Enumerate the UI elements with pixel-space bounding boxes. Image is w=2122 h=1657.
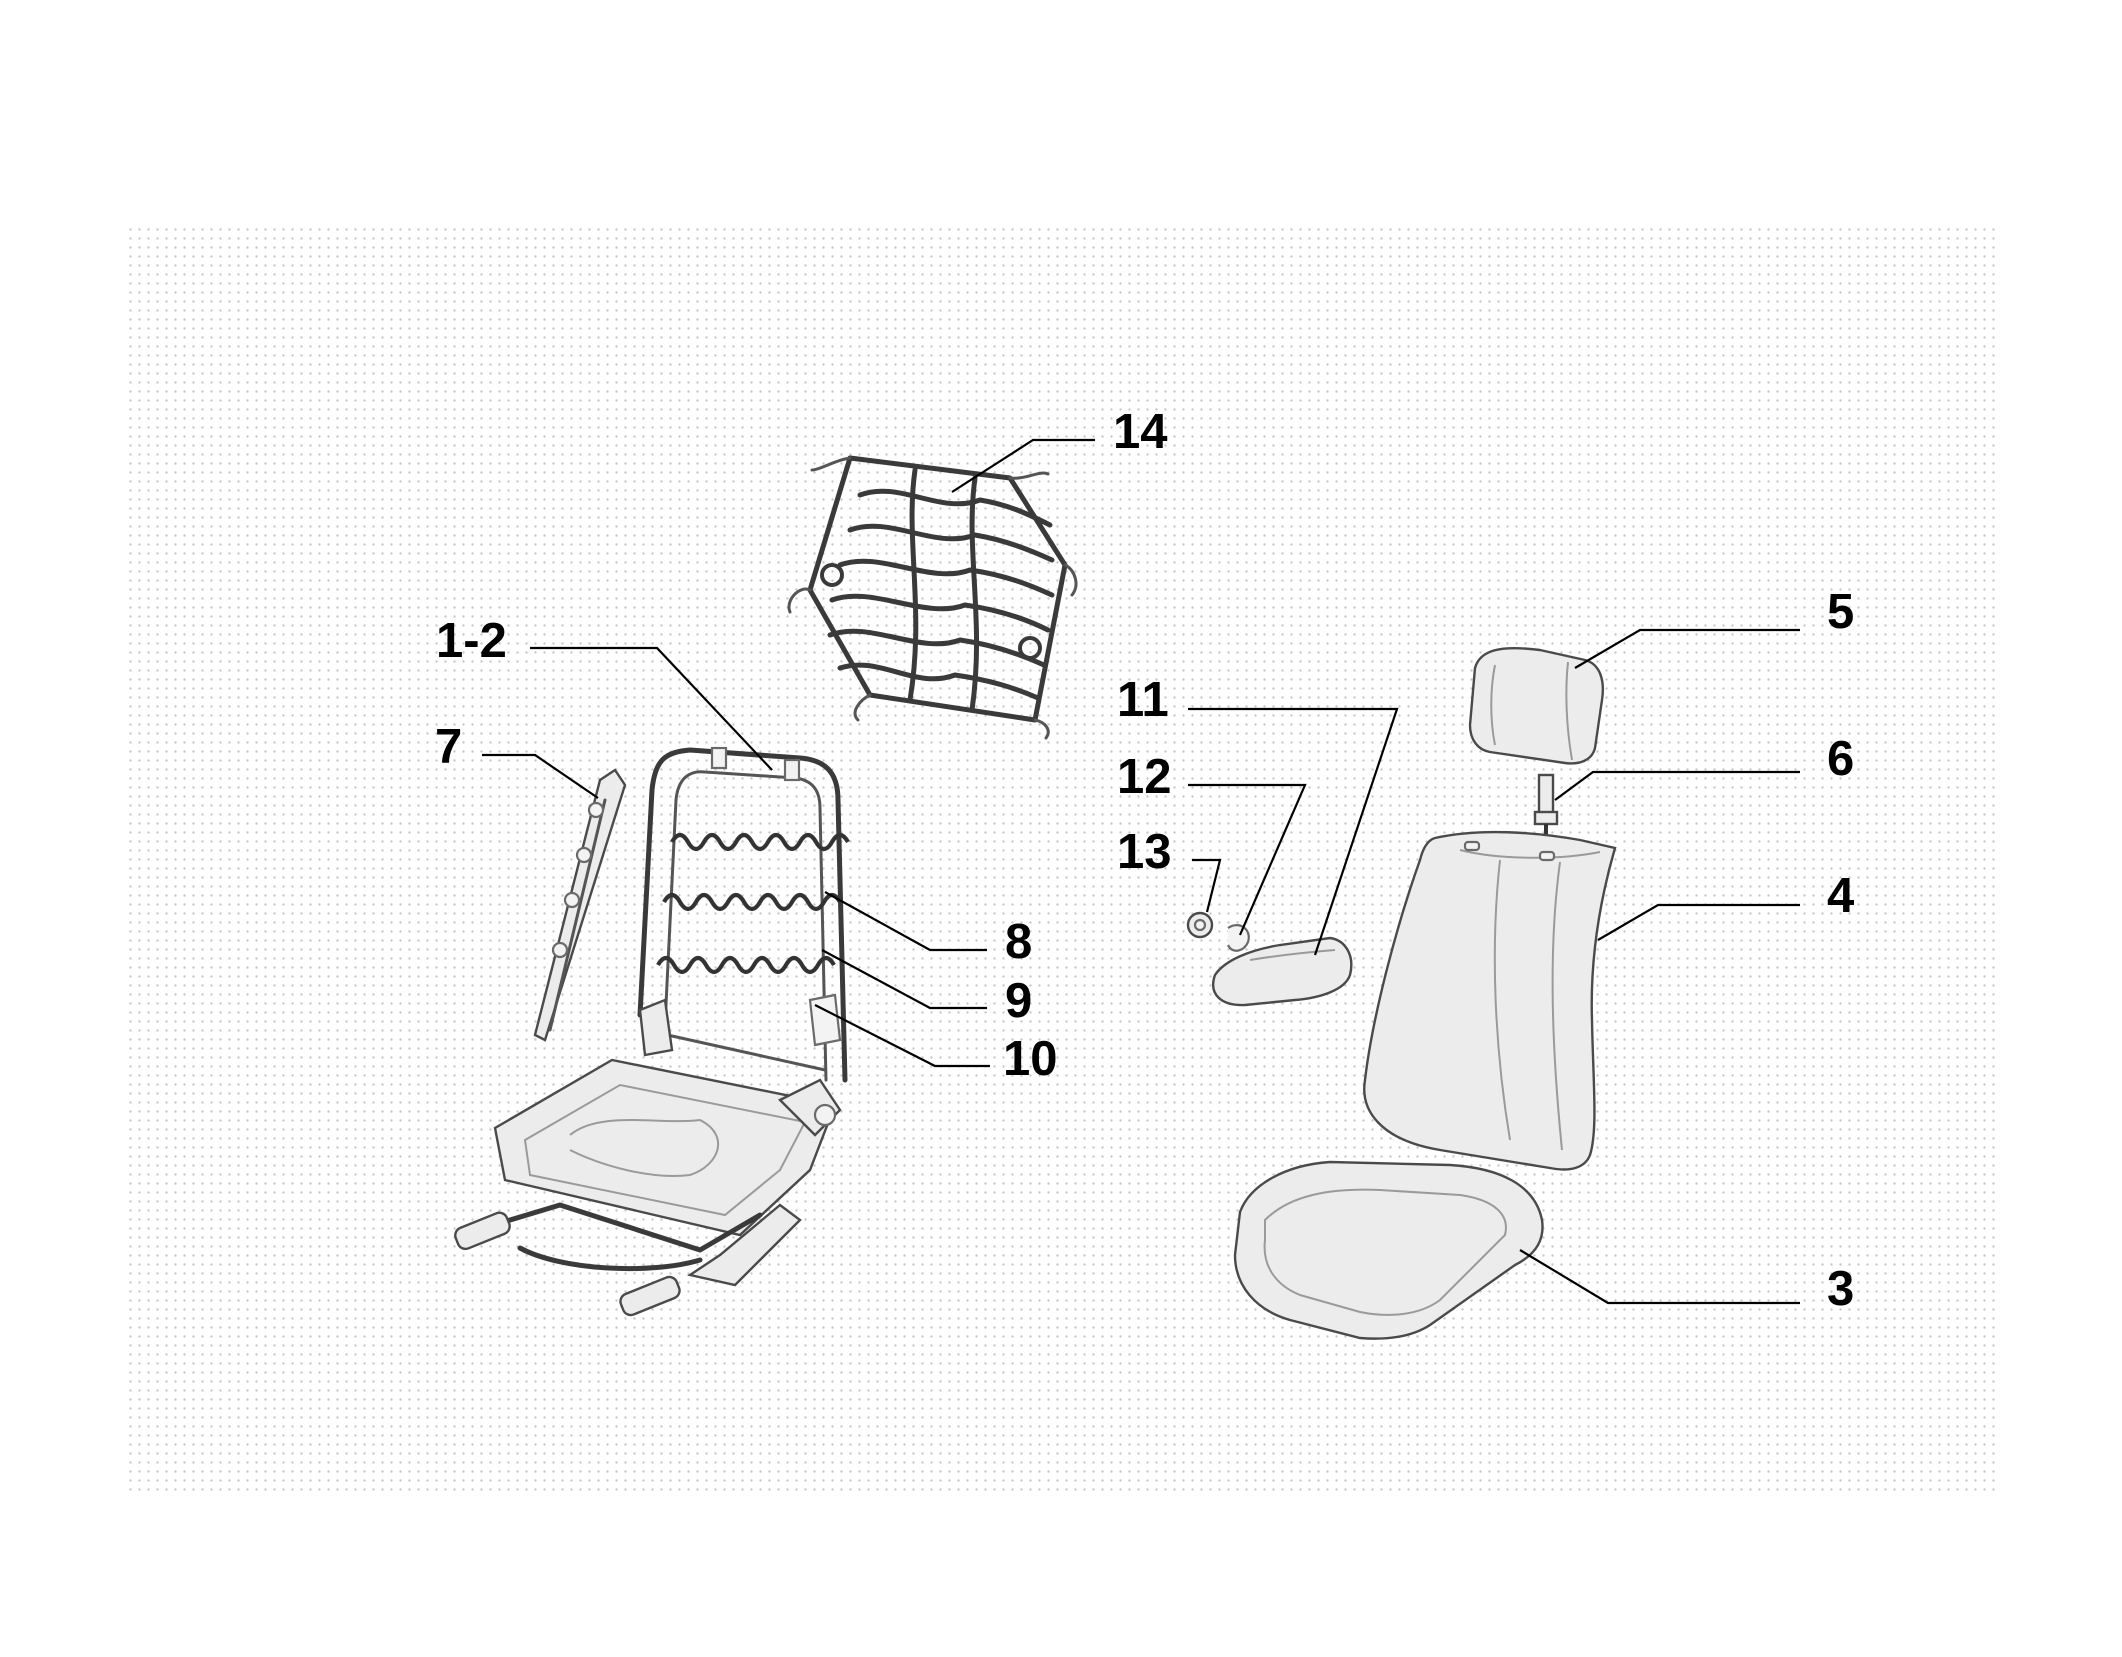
seat-cushion-part: [1233, 1160, 1544, 1340]
recliner-bar-part: [533, 768, 627, 1042]
backrest-cover-part: [1363, 830, 1617, 1171]
callout-10: 10: [1003, 1032, 1058, 1086]
backrest-spring-9: [662, 892, 842, 912]
headrest-guide-part: [1533, 773, 1559, 836]
backrest-spring-10: [656, 955, 836, 975]
clip-part: [1226, 924, 1250, 952]
callout-7: 7: [435, 720, 462, 774]
seat-frame-part: [454, 746, 848, 1317]
leader-11: [1188, 707, 1399, 956]
dotted-background: [125, 222, 1995, 1497]
headrest-part: [1468, 646, 1604, 765]
leader-9: [821, 949, 987, 1010]
callout-13: 13: [1117, 825, 1172, 879]
leader-4: [1597, 903, 1800, 941]
armrest-part: [1212, 936, 1353, 1007]
leader-13: [1192, 858, 1222, 913]
leader-14: [951, 438, 1095, 493]
callout-14: 14: [1113, 405, 1168, 459]
callout-5: 5: [1827, 585, 1854, 639]
callout-6: 6: [1827, 732, 1854, 786]
leader-3: [1519, 1249, 1800, 1305]
leader-12: [1188, 783, 1307, 936]
leader-5: [1574, 628, 1800, 669]
callout-12: 12: [1117, 750, 1172, 804]
callout-9: 9: [1005, 974, 1032, 1028]
callout-1-2: 1-2: [436, 614, 507, 668]
leader-6: [1554, 770, 1800, 801]
leader-1-2: [530, 646, 773, 771]
spring-mat-part: [787, 455, 1078, 740]
callout-3: 3: [1827, 1262, 1854, 1316]
callout-8: 8: [1005, 915, 1032, 969]
leader-7: [482, 753, 599, 799]
backrest-spring-8: [670, 832, 850, 852]
callout-11: 11: [1117, 673, 1169, 727]
leader-8: [824, 891, 987, 952]
leader-10: [814, 1004, 990, 1068]
callout-4: 4: [1827, 869, 1854, 923]
cap-part: [1186, 911, 1214, 939]
